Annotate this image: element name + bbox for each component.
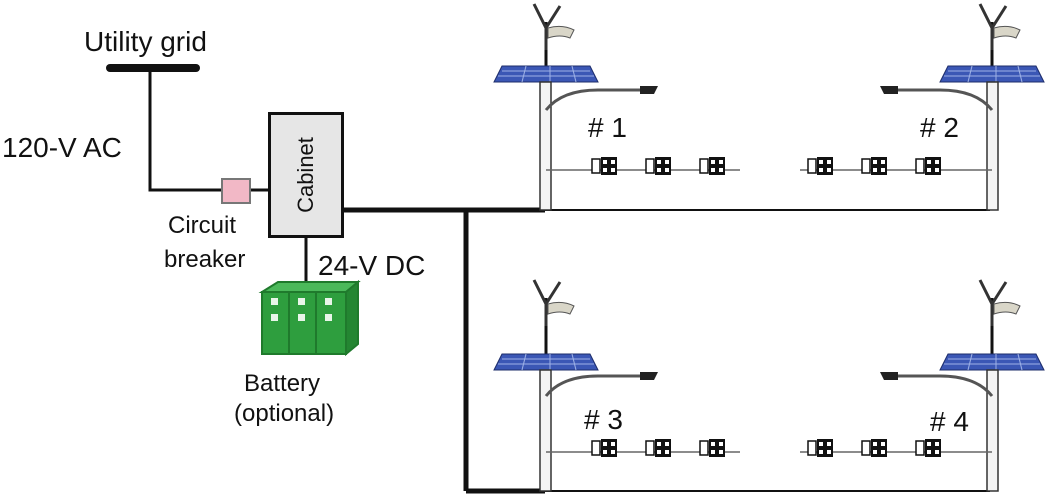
dc-voltage-label: 24-V DC	[318, 250, 426, 281]
street-light-4	[800, 278, 1045, 492]
battery-label: Battery	[244, 370, 321, 397]
ac-voltage-label: 120-V AC	[2, 132, 122, 163]
circuit-label: Circuit	[168, 212, 237, 239]
street-light-2	[800, 2, 1045, 211]
street-light-1	[493, 2, 740, 211]
cabinet-label: Cabinet	[293, 137, 318, 213]
utility-grid-label: Utility grid	[84, 26, 207, 57]
pole-3-label: # 3	[584, 404, 623, 435]
battery-optional-label: (optional)	[234, 400, 335, 427]
street-light-3	[493, 278, 740, 492]
ac-wire	[148, 68, 222, 192]
pole-4-label: # 4	[930, 406, 969, 437]
breaker-label: breaker	[164, 246, 246, 273]
battery-icon	[258, 279, 361, 357]
cabinet: Cabinet	[268, 112, 344, 238]
pole-2-label: # 2	[920, 112, 959, 143]
circuit-breaker	[221, 178, 251, 204]
pole-1-label: # 1	[588, 112, 627, 143]
